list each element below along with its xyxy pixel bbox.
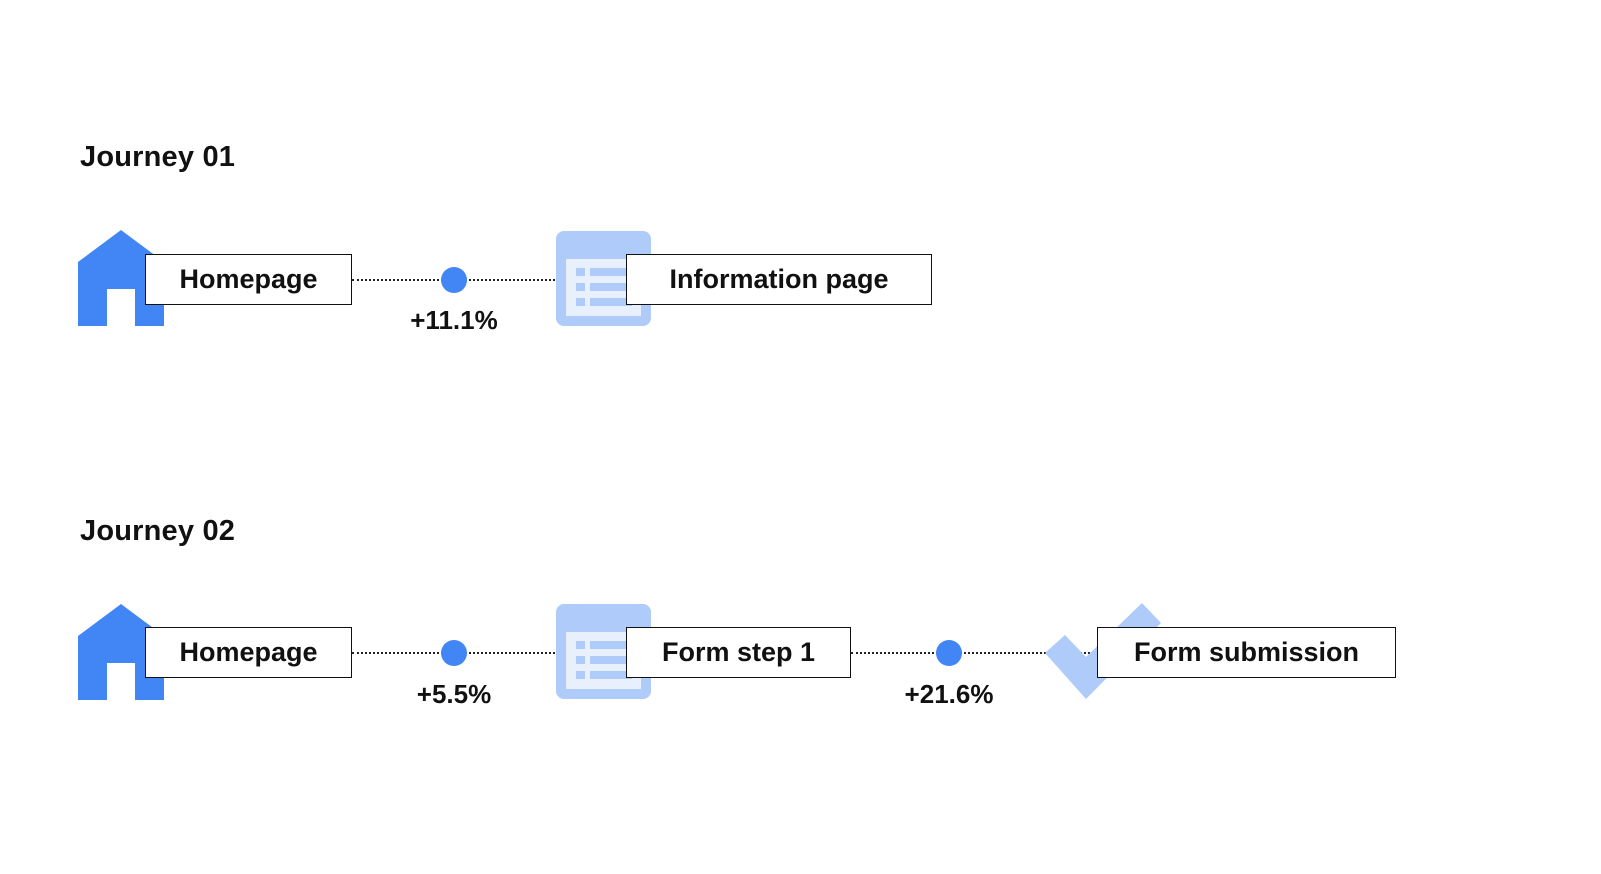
transition-percent: +21.6%: [904, 679, 994, 709]
journey-1-title: Journey 01: [80, 141, 236, 173]
journey-2-title: Journey 02: [80, 515, 236, 547]
connector-line: [851, 652, 1098, 654]
home-icon: [78, 230, 164, 326]
transition-percent: +5.5%: [416, 679, 492, 709]
step-homepage: Homepage: [145, 254, 352, 305]
transition-dot: [936, 640, 962, 666]
home-icon: [78, 604, 164, 700]
step-information-page: Information page: [626, 254, 932, 305]
step-homepage: Homepage: [145, 627, 352, 678]
step-label: Homepage: [179, 264, 318, 294]
step-label: Form submission: [1133, 637, 1360, 667]
step-label: Information page: [669, 264, 889, 294]
transition-percent: +11.1%: [410, 305, 498, 335]
step-form-submission: Form submission: [1097, 627, 1396, 678]
transition-dot: [441, 640, 467, 666]
connector-line: [352, 652, 627, 654]
transition-dot: [441, 267, 467, 293]
step-label: Form step 1: [661, 637, 816, 667]
connector-line: [352, 279, 627, 281]
step-label: Homepage: [179, 637, 318, 667]
step-form-step-1: Form step 1: [626, 627, 851, 678]
